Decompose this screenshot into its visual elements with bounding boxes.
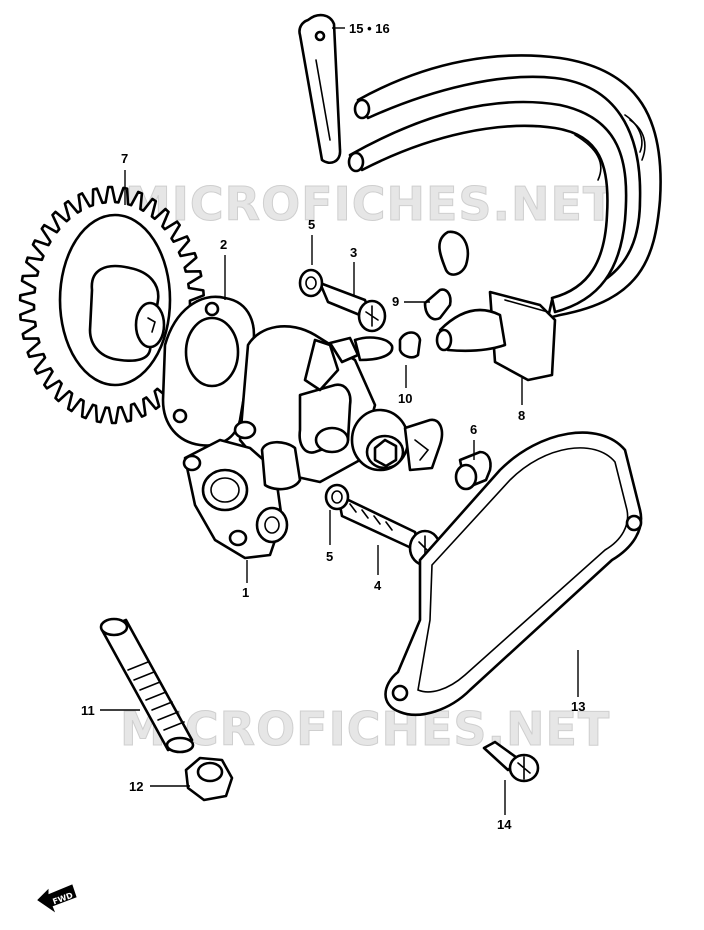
callout-4: 4 [374,578,382,593]
callout-11: 11 [81,703,95,718]
watermark-top: MICROFICHES.NET [125,177,615,231]
callout-2: 2 [220,237,227,252]
nut-12 [184,756,234,802]
watermark-bottom: MICROFICHES.NET [120,702,610,756]
callout-6: 6 [470,422,477,437]
callout-15-16: 15 • 16 [349,21,390,36]
hose-joint [435,290,557,382]
washer-5-upper [298,268,324,298]
plug-6 [454,450,492,491]
stud-11 [99,617,195,754]
callout-12: 12 [129,779,143,794]
cable-guide-9 [423,230,469,321]
callout-5-upper: 5 [308,217,315,232]
callout-labels: 7 2 5 3 15 • 16 9 10 6 8 1 5 4 13 11 12 … [81,21,585,832]
callout-1: 1 [242,585,249,600]
callout-5-lower: 5 [326,549,333,564]
clip-10 [398,331,422,359]
callout-13: 13 [571,699,585,714]
pump-gasket [161,295,256,447]
callout-3: 3 [350,245,357,260]
callout-14: 14 [497,817,512,832]
washer-5-lower [324,483,350,511]
callout-7: 7 [121,151,128,166]
callout-9: 9 [392,294,399,309]
oil-pump-body [182,324,444,560]
bolt-3 [318,281,387,333]
pump-cover-gasket [384,431,643,717]
leader-lines [100,27,579,815]
hose-clip [298,13,342,164]
forward-direction-arrow: FWD [37,884,77,913]
oil-hoses [347,54,662,320]
callout-8: 8 [518,408,525,423]
callout-10: 10 [398,391,412,406]
pump-drive-gear [18,185,206,425]
screw-14 [482,740,540,783]
